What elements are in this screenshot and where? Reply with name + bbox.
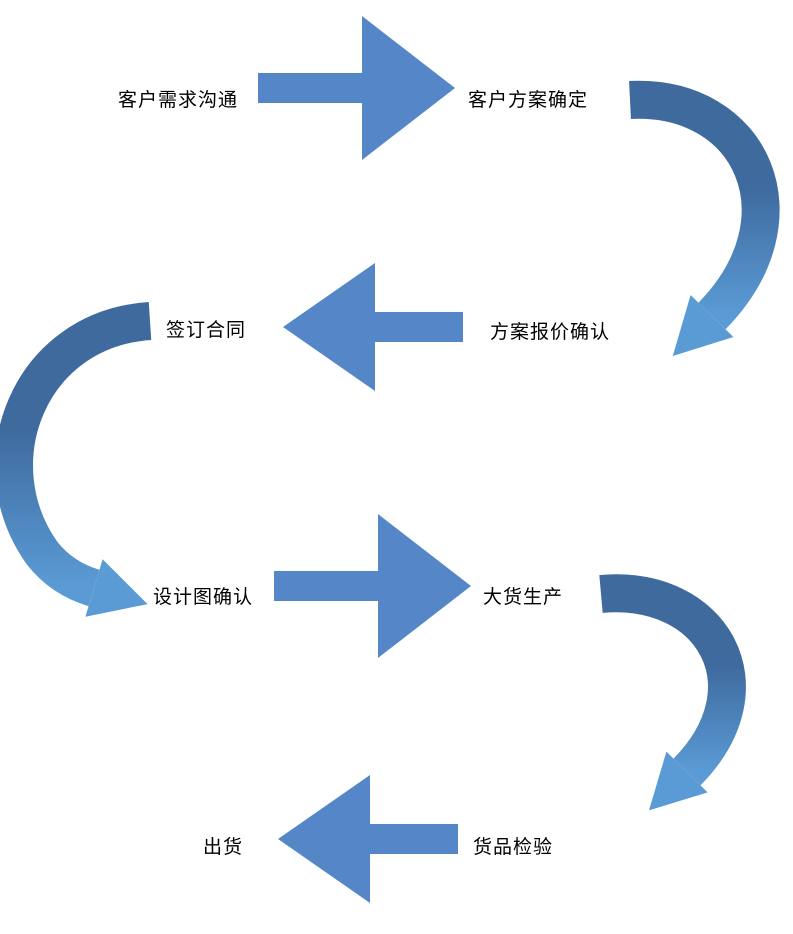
right-arrow-icon bbox=[274, 514, 471, 658]
curved-arrowhead-icon bbox=[85, 559, 148, 617]
curved-arrow-body bbox=[599, 574, 746, 786]
curved-arrowhead-icon bbox=[649, 751, 708, 811]
label-contract-signing: 签订合同 bbox=[166, 320, 247, 341]
label-design-drawing-confirmation: 设计图确认 bbox=[153, 587, 254, 608]
left-arrow-icon bbox=[278, 775, 458, 903]
left-arrow-icon bbox=[283, 263, 463, 391]
curved-arrow-step6-to-step7 bbox=[599, 574, 746, 811]
arrow-step7-to-step8 bbox=[278, 775, 458, 903]
curved-arrow-step2-to-step3 bbox=[629, 80, 780, 356]
label-shipment: 出货 bbox=[203, 837, 244, 858]
arrow-step5-to-step6 bbox=[274, 514, 471, 658]
label-customer-plan-confirmed: 客户方案确定 bbox=[468, 90, 589, 111]
curved-arrowhead-icon bbox=[672, 295, 734, 356]
curved-arrow-body bbox=[629, 80, 780, 330]
curved-arrow-step4-to-step5 bbox=[0, 302, 152, 617]
right-arrow-icon bbox=[258, 16, 455, 160]
label-customer-needs-communication: 客户需求沟通 bbox=[118, 90, 239, 111]
arrow-step3-to-step4 bbox=[283, 263, 463, 391]
label-bulk-production: 大货生产 bbox=[483, 587, 564, 608]
curved-arrow-body bbox=[0, 302, 152, 607]
label-plan-quote-confirmation: 方案报价确认 bbox=[490, 322, 611, 343]
arrow-step1-to-step2 bbox=[258, 16, 455, 160]
label-goods-inspection: 货品检验 bbox=[473, 837, 554, 858]
